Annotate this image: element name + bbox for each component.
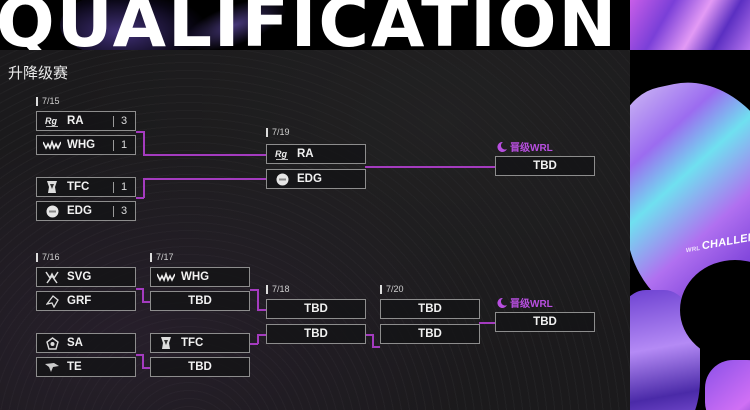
bracket-connector — [142, 288, 144, 301]
bracket-connector — [143, 154, 266, 156]
team-name: SA — [67, 337, 83, 349]
bracket-connector — [257, 289, 259, 309]
svg-logo-icon — [43, 270, 61, 284]
team-name: RA — [297, 148, 314, 160]
advance-wrl-label: 晋级WRL — [497, 139, 553, 154]
tfc-logo-icon — [157, 336, 175, 350]
team-slot[interactable]: TFC — [150, 333, 250, 353]
bracket-connector — [143, 178, 266, 180]
bracket-panel — [0, 50, 630, 410]
edg-logo-icon — [273, 172, 291, 186]
advance-wrl-label: 晋级WRL — [497, 295, 553, 310]
team-name: TFC — [181, 337, 204, 349]
tfc-logo-icon — [43, 180, 61, 194]
team-slot[interactable]: TBD — [266, 299, 366, 319]
round-date: 7/18 — [266, 284, 290, 295]
team-name: TBD — [304, 328, 328, 340]
team-score: 1 — [113, 139, 135, 151]
team-name: TE — [67, 361, 82, 373]
top-right-artwork — [630, 0, 750, 50]
sa-logo-icon — [43, 336, 61, 350]
ra-logo-icon: Rg — [43, 114, 61, 128]
whg-logo-icon — [43, 138, 61, 152]
bracket-connector — [136, 197, 144, 199]
team-slot[interactable]: TBD — [150, 357, 250, 377]
bracket-connector — [257, 334, 259, 344]
team-slot[interactable]: EDG — [266, 169, 366, 189]
team-slot[interactable]: TFC 1 — [36, 177, 136, 197]
team-slot[interactable]: TBD — [266, 324, 366, 344]
team-slot[interactable]: EDG 3 — [36, 201, 136, 221]
art-shape — [705, 360, 750, 410]
team-score: 3 — [113, 205, 135, 217]
side-artwork: WRLCHALLENGER — [630, 50, 750, 410]
edg-logo-icon — [43, 204, 61, 218]
bracket-connector — [479, 322, 495, 324]
bracket-connector — [136, 131, 144, 133]
team-slot[interactable]: TBD — [380, 299, 480, 319]
bracket-connector — [136, 288, 143, 290]
hero-banner: QUALIFICATION — [0, 0, 750, 50]
team-score: 3 — [113, 115, 135, 127]
team-slot[interactable]: TBD — [380, 324, 480, 344]
team-slot[interactable]: SA — [36, 333, 136, 353]
moon-icon — [497, 297, 507, 308]
bracket-connector — [257, 309, 266, 311]
team-slot[interactable]: WHG 1 — [36, 135, 136, 155]
te-logo-icon — [43, 360, 61, 374]
team-name: TBD — [418, 328, 442, 340]
bracket-connector — [257, 334, 266, 336]
team-name: TFC — [67, 181, 90, 193]
svg-text:Rg: Rg — [275, 149, 287, 159]
team-slot[interactable]: Rg RA — [266, 144, 366, 164]
whg-logo-icon — [157, 270, 175, 284]
round-date: 7/19 — [266, 127, 290, 138]
team-name: TBD — [418, 303, 442, 315]
team-slot[interactable]: TBD — [495, 312, 595, 332]
team-slot[interactable]: TE — [36, 357, 136, 377]
bracket-connector — [372, 346, 380, 348]
grf-logo-icon — [43, 294, 61, 308]
bracket-connector — [250, 343, 258, 345]
team-name: TBD — [188, 361, 212, 373]
bracket-connector — [143, 131, 145, 154]
team-slot[interactable]: WHG — [150, 267, 250, 287]
bracket-connector — [365, 166, 495, 168]
round-date: 7/20 — [380, 284, 404, 295]
team-name: TBD — [533, 160, 557, 172]
section-title: 升降级赛 — [8, 64, 69, 82]
team-name: SVG — [67, 271, 92, 283]
ra-logo-icon: Rg — [273, 147, 291, 161]
moon-icon — [497, 141, 507, 152]
team-name: RA — [67, 115, 84, 127]
bracket-connector — [142, 354, 144, 367]
team-slot[interactable]: TBD — [495, 156, 595, 176]
team-name: TBD — [304, 303, 328, 315]
bracket-connector — [142, 367, 150, 369]
bracket-connector — [143, 178, 145, 198]
team-slot[interactable]: SVG — [36, 267, 136, 287]
team-slot[interactable]: TBD — [150, 291, 250, 311]
team-score: 1 — [113, 181, 135, 193]
team-name: TBD — [188, 295, 212, 307]
bracket-connector — [250, 289, 258, 291]
svg-text:Rg: Rg — [45, 116, 57, 126]
bracket-connector — [142, 301, 150, 303]
team-name: EDG — [67, 205, 92, 217]
bracket-connector — [136, 354, 143, 356]
round-date: 7/15 — [36, 96, 60, 107]
round-date: 7/17 — [150, 252, 174, 263]
team-name: WHG — [181, 271, 210, 283]
team-slot[interactable]: Rg RA 3 — [36, 111, 136, 131]
team-name: EDG — [297, 173, 322, 185]
team-name: WHG — [67, 139, 96, 151]
bracket-connector — [365, 334, 373, 336]
team-name: GRF — [67, 295, 92, 307]
bracket-connector — [372, 334, 374, 346]
round-date: 7/16 — [36, 252, 60, 263]
team-name: TBD — [533, 316, 557, 328]
team-slot[interactable]: GRF — [36, 291, 136, 311]
hero-title: QUALIFICATION — [0, 0, 619, 50]
